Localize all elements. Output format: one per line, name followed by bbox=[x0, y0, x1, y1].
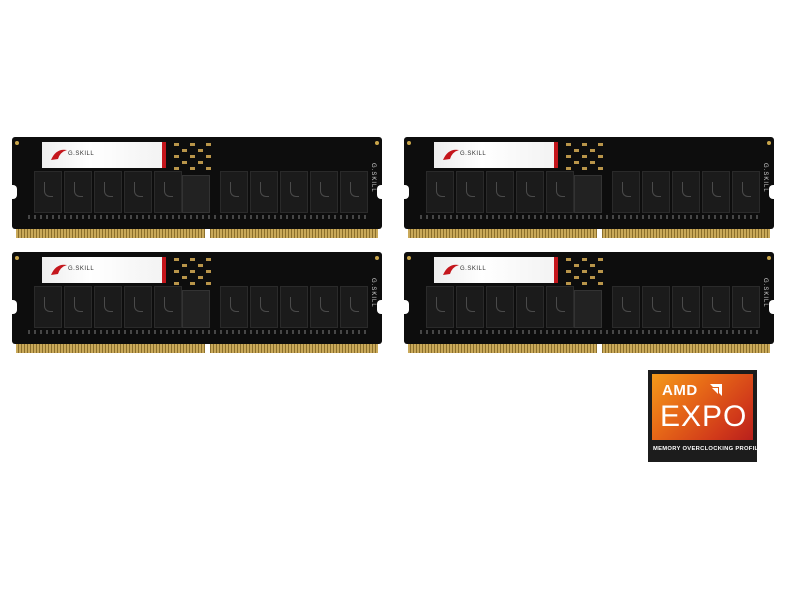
key-notch bbox=[597, 229, 602, 238]
gold-contacts bbox=[16, 344, 378, 353]
ram-module: G.SKILL G.SKILL bbox=[11, 137, 383, 245]
dram-chip bbox=[340, 171, 368, 213]
rcd-chip bbox=[182, 290, 210, 328]
dram-chip bbox=[34, 171, 62, 213]
module-brand: G.SKILL bbox=[68, 151, 95, 157]
gold-contacts bbox=[16, 229, 378, 238]
pmic-components bbox=[566, 258, 606, 286]
rcd-chip bbox=[574, 175, 602, 213]
gskill-logo-icon bbox=[51, 149, 67, 160]
dram-chip bbox=[732, 286, 760, 328]
dram-chip bbox=[94, 171, 122, 213]
gskill-logo-icon bbox=[443, 149, 459, 160]
dram-chip bbox=[280, 286, 308, 328]
pcb: G.SKILL G.SKILL bbox=[403, 137, 775, 229]
dram-chip bbox=[124, 171, 152, 213]
dram-chip bbox=[486, 286, 514, 328]
smd-components bbox=[28, 330, 368, 334]
badge-product: EXPO bbox=[660, 400, 748, 433]
pcb: G.SKILL G.SKILL bbox=[11, 137, 383, 229]
dram-chip bbox=[426, 171, 454, 213]
smd-components bbox=[420, 330, 760, 334]
module-label: G.SKILL bbox=[42, 142, 166, 168]
expo-badge-gradient: AMD EXPO bbox=[652, 374, 753, 440]
ram-module: G.SKILL G.SKILL bbox=[403, 137, 775, 245]
module-brand: G.SKILL bbox=[460, 151, 487, 157]
dram-chip bbox=[456, 286, 484, 328]
dram-chip bbox=[546, 286, 574, 328]
gskill-logo-icon bbox=[51, 264, 67, 275]
dram-chip bbox=[702, 171, 730, 213]
amd-expo-badge: AMD EXPO MEMORY OVERCLOCKING PROFILE bbox=[648, 370, 763, 462]
dram-chip bbox=[702, 286, 730, 328]
dram-chip bbox=[612, 286, 640, 328]
ram-module: G.SKILL G.SKILL bbox=[11, 252, 383, 360]
module-label: G.SKILL bbox=[434, 142, 558, 168]
dram-chip bbox=[486, 171, 514, 213]
pcb: G.SKILL G.SKILL bbox=[11, 252, 383, 344]
dram-chip bbox=[250, 171, 278, 213]
badge-brand: AMD bbox=[662, 382, 698, 399]
dram-chip bbox=[310, 171, 338, 213]
gold-contacts bbox=[408, 344, 770, 353]
module-brand: G.SKILL bbox=[460, 266, 487, 272]
dram-chip bbox=[64, 171, 92, 213]
rcd-chip bbox=[574, 290, 602, 328]
dram-chip bbox=[220, 286, 248, 328]
dram-chip bbox=[672, 286, 700, 328]
dram-chip bbox=[280, 171, 308, 213]
dram-chip bbox=[220, 171, 248, 213]
module-label: G.SKILL bbox=[434, 257, 558, 283]
pmic-components bbox=[566, 143, 606, 171]
pmic-components bbox=[174, 143, 214, 171]
dram-chip bbox=[456, 171, 484, 213]
dram-chip bbox=[34, 286, 62, 328]
badge-tagline: MEMORY OVERCLOCKING PROFILE bbox=[653, 446, 763, 452]
pcb: G.SKILL G.SKILL bbox=[403, 252, 775, 344]
side-brand: G.SKILL bbox=[370, 278, 376, 308]
smd-components bbox=[420, 215, 760, 219]
dram-chip bbox=[340, 286, 368, 328]
key-notch bbox=[205, 229, 210, 238]
dram-chip bbox=[250, 286, 278, 328]
pmic-components bbox=[174, 258, 214, 286]
rcd-chip bbox=[182, 175, 210, 213]
dram-chip bbox=[516, 171, 544, 213]
dram-chip bbox=[612, 171, 640, 213]
dram-chip bbox=[154, 171, 182, 213]
dram-chip bbox=[672, 171, 700, 213]
gold-contacts bbox=[408, 229, 770, 238]
dram-chip bbox=[732, 171, 760, 213]
dram-chip bbox=[426, 286, 454, 328]
dram-chip bbox=[546, 171, 574, 213]
dram-chip bbox=[124, 286, 152, 328]
amd-arrow-icon bbox=[710, 384, 722, 396]
dram-chip bbox=[94, 286, 122, 328]
dram-chip bbox=[64, 286, 92, 328]
dram-chip bbox=[642, 286, 670, 328]
side-brand: G.SKILL bbox=[762, 163, 768, 193]
ram-module: G.SKILL G.SKILL bbox=[403, 252, 775, 360]
key-notch bbox=[597, 344, 602, 353]
dram-chip bbox=[516, 286, 544, 328]
smd-components bbox=[28, 215, 368, 219]
side-brand: G.SKILL bbox=[370, 163, 376, 193]
dram-chip bbox=[642, 171, 670, 213]
dram-chip bbox=[310, 286, 338, 328]
module-brand: G.SKILL bbox=[68, 266, 95, 272]
dram-chip bbox=[154, 286, 182, 328]
gskill-logo-icon bbox=[443, 264, 459, 275]
side-brand: G.SKILL bbox=[762, 278, 768, 308]
module-label: G.SKILL bbox=[42, 257, 166, 283]
key-notch bbox=[205, 344, 210, 353]
